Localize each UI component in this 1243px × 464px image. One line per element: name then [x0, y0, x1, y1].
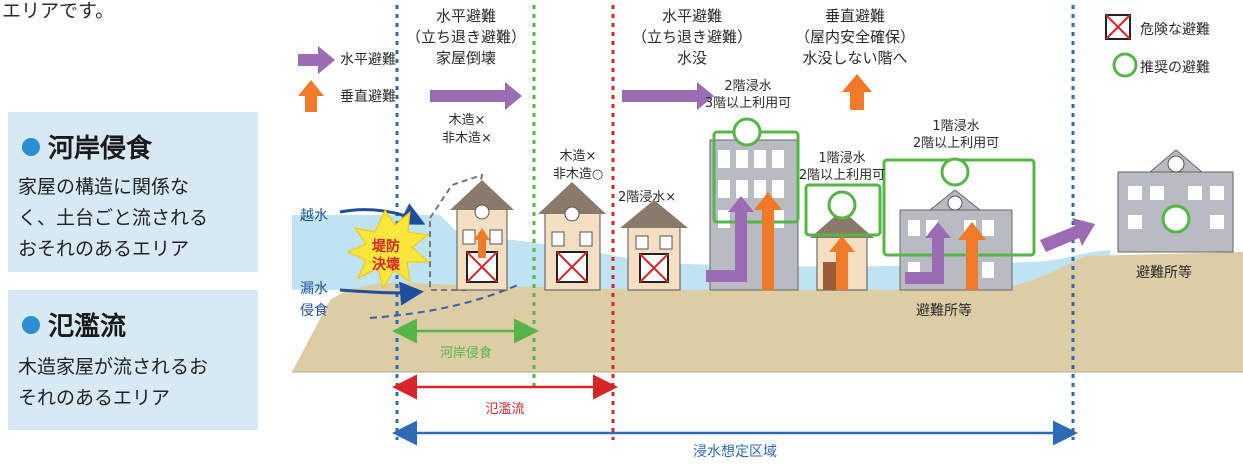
- mid-vertical-arrow-icon: [958, 222, 986, 290]
- house-wood-2: [538, 182, 606, 291]
- levee-label-a: 堤防: [372, 239, 400, 255]
- panel-body: 木造家屋が流されるお それのあるエリア: [18, 356, 209, 409]
- levee-label-b: 決壊: [372, 257, 400, 273]
- overflow-arrow: [339, 203, 426, 225]
- panel-overflow-flow: [8, 290, 258, 430]
- leak-arrow: [339, 281, 424, 306]
- house-label: 木造× 非木造×: [432, 112, 502, 148]
- flood2x-label: 2階浸水×: [618, 190, 677, 205]
- to-shelter-arrow-icon: [1040, 218, 1095, 252]
- zone-heading-line: 水平避難: [661, 7, 722, 25]
- legend-horizontal-arrow-icon: [298, 46, 335, 74]
- flood-label: 1階浸水: [818, 151, 866, 166]
- flood-label: 2階浸水: [724, 79, 772, 94]
- mid-horizontal-arrow-icon: [905, 222, 951, 284]
- house-label: 木造× 非木造○: [538, 148, 618, 184]
- wood-label: 木造×: [448, 113, 486, 128]
- nonwood-label: 非木造○: [552, 167, 604, 182]
- house-label: 2階浸水 3階以上利用可: [688, 78, 808, 112]
- panel-bank-erosion: [8, 112, 258, 272]
- panel-title: 河岸侵食: [48, 134, 153, 164]
- zone-heading-line: 水没しない階へ: [802, 49, 908, 67]
- bank-erosion-range-label: 河岸侵食: [439, 346, 492, 361]
- zone-heading-line: （立ち退き避難）: [405, 28, 526, 46]
- zone-heading: 水平避難 （立ち退き避難） 水没: [622, 6, 762, 69]
- zone-heading-line: （屋内安全確保）: [794, 28, 915, 46]
- shelter-building: [1117, 149, 1234, 253]
- overflow-label: 越水: [300, 208, 328, 224]
- levee-burst-label: 堤防 決壊: [358, 238, 414, 274]
- zone-heading-line: 水平避難: [435, 7, 496, 25]
- legend-recommended-label: 推奨の避難: [1140, 60, 1210, 76]
- bullet-dot: [22, 316, 40, 334]
- legend-horizontal-label: 水平避難: [340, 52, 396, 68]
- panel-title: 氾濫流: [48, 312, 127, 342]
- recommended-evac-icon: [732, 52, 1191, 234]
- erosion-label: 侵食: [300, 303, 328, 319]
- nonwood-label: 非木造×: [442, 131, 492, 146]
- zone2-horizontal-arrow-icon: [622, 82, 714, 110]
- wood-label: 木造×: [559, 149, 597, 164]
- zone1-horizontal-arrow-icon: [430, 82, 522, 110]
- legend-vertical-arrow-icon: [298, 80, 324, 112]
- panel-body: 家屋の構造に関係な く、土台ごと流される おそれのあるエリア: [18, 176, 209, 260]
- leak-label: 漏水: [300, 281, 328, 297]
- small-vertical-arrow-icon: [829, 236, 855, 290]
- house-label: 1階浸水 2階以上利用可: [782, 150, 902, 184]
- legend-vertical-label: 垂直避難: [340, 89, 396, 105]
- zone-heading-line: 家屋倒壊: [435, 49, 496, 67]
- inundation-range-label: 浸水想定区域: [693, 444, 777, 460]
- tall-vertical-arrow-icon: [754, 192, 782, 290]
- tall-building: [709, 139, 799, 291]
- bullet-dot: [22, 138, 40, 156]
- zone-heading: 垂直避難 （屋内安全確保） 水没しない階へ: [780, 6, 930, 69]
- zone-heading-line: （立ち退き避難）: [631, 28, 752, 46]
- overflow-range-label: 氾濫流: [485, 402, 525, 417]
- shelter-label: 避難所等: [916, 303, 972, 319]
- safe-zone-frame-small: [804, 183, 882, 237]
- erosion-dash-line: [369, 283, 521, 319]
- house-label: 1階浸水 2階以上利用可: [900, 118, 1012, 152]
- zone-heading: 水平避難 （立ち退き避難） 家屋倒壊: [398, 6, 534, 69]
- usable-label: 2階以上利用可: [912, 136, 1000, 151]
- usable-label: 3階以上利用可: [704, 96, 792, 111]
- flood-label: 1階浸水: [932, 119, 980, 134]
- top-fragment: エリアです。: [2, 0, 115, 22]
- tall-horizontal-arrow-icon: [706, 196, 754, 282]
- shelter-label: 避難所等: [1136, 265, 1192, 281]
- usable-label: 2階以上利用可: [798, 168, 886, 183]
- house-wood-1: [450, 180, 514, 291]
- zone-heading-line: 水没: [676, 49, 707, 67]
- danger-evac-icon: [1105, 14, 1131, 40]
- zone-heading-line: 垂直避難: [824, 7, 885, 25]
- zone3-vertical-arrow-icon: [842, 74, 872, 110]
- legend-danger-label: 危険な避難: [1140, 22, 1210, 38]
- house-wood-3: [620, 200, 688, 291]
- levee-burst-shape: [346, 208, 430, 290]
